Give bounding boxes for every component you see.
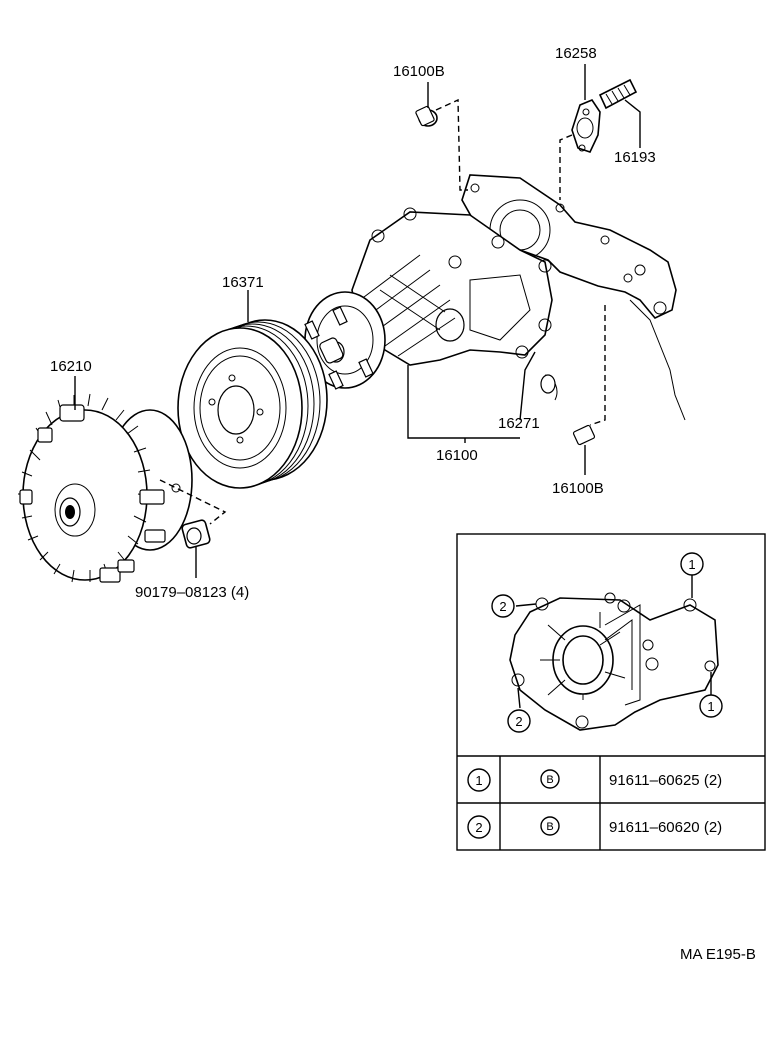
svg-text:B: B — [546, 821, 553, 833]
label-16100b-bottom: 16100B — [552, 480, 604, 497]
diagram-code: MA E195-B — [680, 946, 756, 963]
label-16371: 16371 — [222, 274, 264, 291]
label-16100: 16100 — [436, 447, 478, 464]
svg-text:2: 2 — [515, 714, 522, 729]
bolt-location-inset: 1 2 2 1 1 B 91611–60625 (2) 2 B 9161 — [456, 533, 766, 851]
callout-1-top: 1 — [680, 552, 704, 576]
bolt-table-row: 1 B 91611–60625 (2) — [467, 768, 722, 792]
dowel-pin-16100b-top — [415, 105, 438, 127]
part-labels: 16100B 16258 16193 16371 16210 16271 161… — [50, 45, 656, 601]
label-16210: 16210 — [50, 358, 92, 375]
callout-2-bottom: 2 — [507, 709, 531, 733]
label-16193: 16193 — [614, 149, 656, 166]
nut-90179 — [181, 519, 211, 549]
label-16258: 16258 — [555, 45, 597, 62]
gasket-16258 — [571, 99, 601, 153]
svg-text:91611–60625 (2): 91611–60625 (2) — [609, 772, 722, 789]
stud-16193 — [598, 78, 638, 110]
svg-text:91611–60620 (2): 91611–60620 (2) — [609, 819, 722, 836]
svg-text:1: 1 — [707, 699, 714, 714]
label-16271: 16271 — [498, 415, 540, 432]
label-16100b-top: 16100B — [393, 63, 445, 80]
svg-text:1: 1 — [475, 773, 482, 788]
svg-text:B: B — [546, 774, 553, 786]
gasket-16271 — [461, 174, 686, 421]
water-pump-16100 — [304, 207, 553, 390]
svg-text:1: 1 — [688, 557, 695, 572]
dowel-pin-16100b-bottom — [572, 424, 596, 446]
callout-2-left: 2 — [491, 594, 515, 618]
svg-text:2: 2 — [499, 599, 506, 614]
fan-clutch-16210 — [18, 393, 193, 583]
leader-lines — [74, 64, 641, 578]
svg-text:2: 2 — [475, 820, 482, 835]
label-90179-08123: 90179–08123 (4) — [135, 584, 249, 601]
pulley-16371 — [177, 319, 328, 489]
callout-1-right: 1 — [699, 694, 723, 718]
bolt-table-row: 2 B 91611–60620 (2) — [467, 815, 722, 839]
